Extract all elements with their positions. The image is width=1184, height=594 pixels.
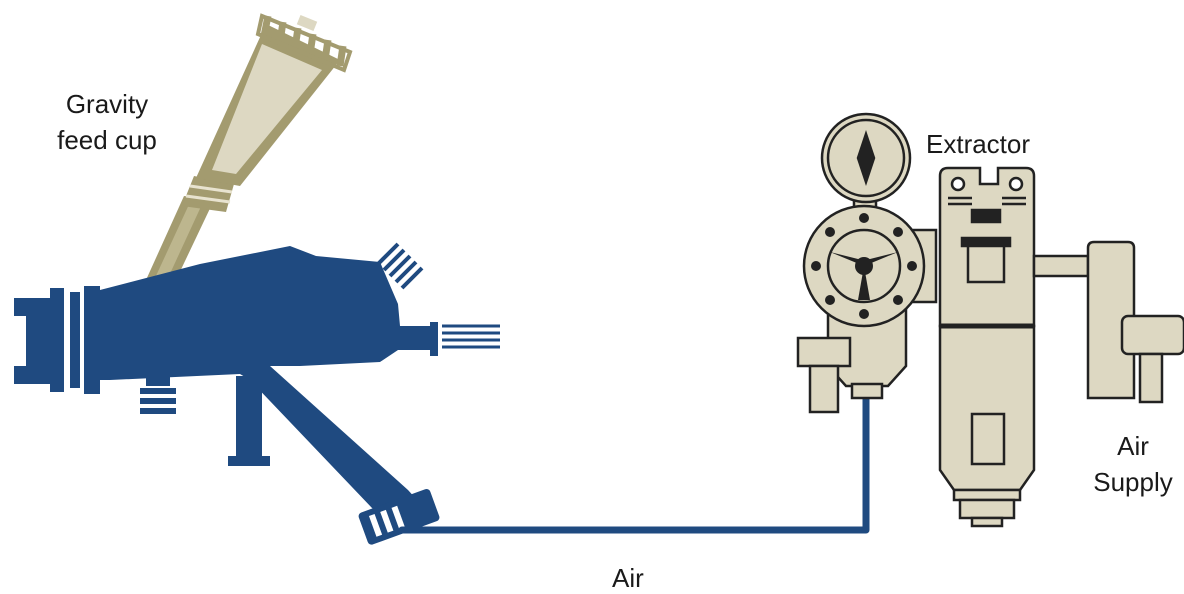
air-supply-line2: Supply	[1093, 467, 1173, 497]
air-supply-label: Air Supply	[1078, 428, 1184, 500]
gravity-label-line1: Gravity	[65, 89, 149, 119]
gravity-label-line2: feed cup	[57, 125, 157, 155]
air-supply-line1: Air	[1117, 431, 1149, 461]
extractor-filter-icon	[938, 166, 1184, 528]
extractor-label: Extractor	[926, 129, 1031, 159]
air-hose	[398, 392, 870, 534]
spray-gun-icon	[14, 242, 500, 545]
air-regulator-icon	[796, 112, 938, 414]
air-label: Air	[612, 563, 644, 593]
gravity-feed-cup-icon	[146, 13, 353, 280]
pressure-gauge-icon	[820, 112, 912, 214]
gravity-feed-cup-label: Gravity feed cup	[40, 86, 174, 158]
